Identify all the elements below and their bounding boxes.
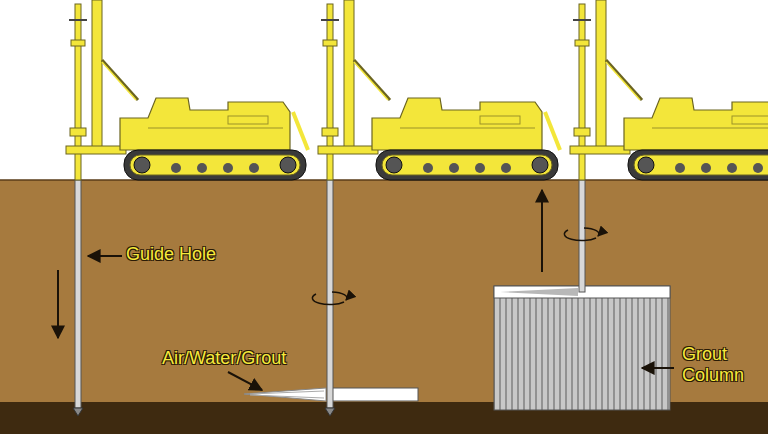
part-label: Guide Hole: [126, 244, 216, 265]
part-label: Air/Water/Grout: [162, 348, 286, 369]
part-label: Grout Column: [682, 344, 760, 385]
